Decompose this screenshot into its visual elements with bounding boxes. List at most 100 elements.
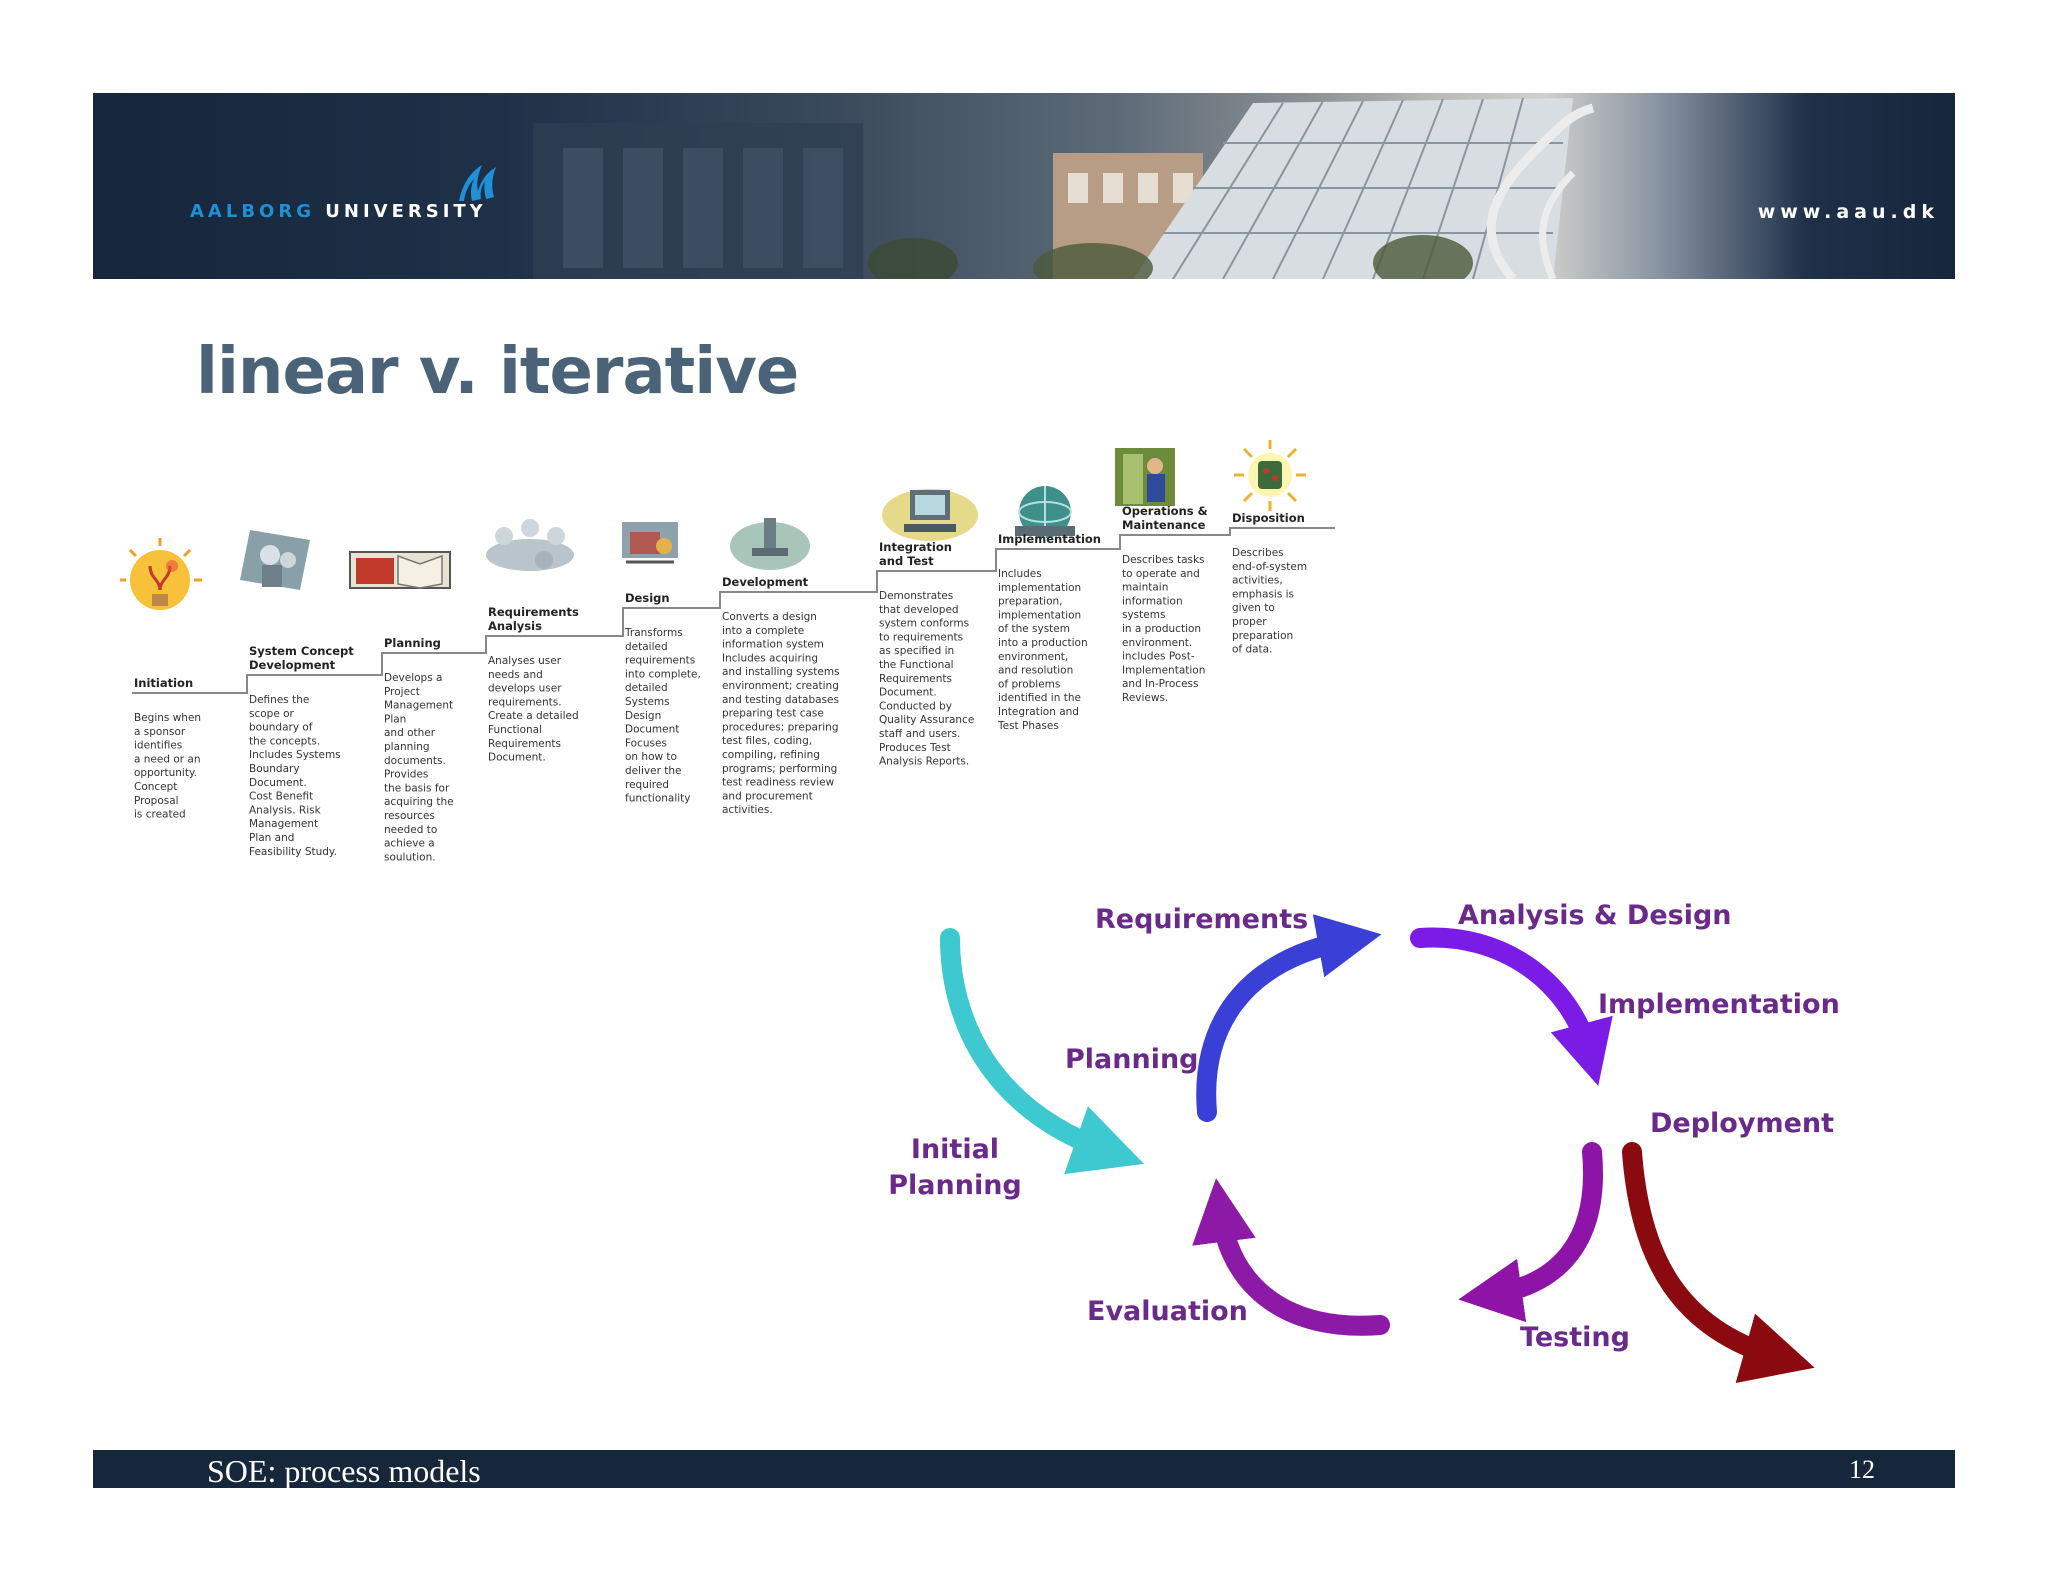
step-title: Operations & (1122, 504, 1208, 518)
step-description-line: to requirements (879, 631, 963, 643)
step-description-line: given to (1232, 602, 1275, 614)
step-title: Implementation (998, 532, 1101, 546)
step-description-line: the concepts. (249, 735, 320, 747)
step-description-line: Includes (998, 568, 1042, 580)
step-description-line: soulution. (384, 851, 436, 863)
step-description-line: a sponsor (134, 726, 186, 738)
step-description-line: and In-Process (1122, 678, 1198, 690)
step-description-line: test files, coding, (722, 735, 812, 747)
step-description-line: Includes acquiring (722, 652, 818, 664)
label-requirements: Requirements (1095, 904, 1308, 935)
step-description-line: Reviews. (1122, 692, 1168, 704)
step-description-line: Plan and (249, 832, 294, 844)
step-title: Requirements (488, 605, 579, 619)
step-description-line: into a production (998, 637, 1088, 649)
implementation-globe-icon (1015, 486, 1075, 538)
slide-title: linear v. iterative (196, 335, 799, 409)
step-title: Design (625, 591, 670, 605)
step-description-line: Create a detailed (488, 710, 579, 722)
step-description-line: scope or (249, 708, 295, 720)
step-description-line: systems (1122, 609, 1165, 621)
step-description-line: into a complete (722, 625, 804, 637)
step-description-line: Defines the (249, 694, 309, 706)
label-testing: Testing (1520, 1322, 1630, 1353)
step-title: Initiation (134, 676, 193, 690)
step-description-line: the Functional (879, 659, 954, 671)
step-description-line: Document (625, 724, 679, 736)
website-link[interactable]: www.aau.dk (1757, 201, 1939, 223)
step-description-line: and other (384, 727, 436, 739)
step-description-line: environment, (998, 651, 1068, 663)
step-description-line: detailed (625, 641, 668, 653)
step-description-line: Converts a design (722, 611, 817, 623)
step-description-line: Focuses (625, 737, 667, 749)
step-description-line: Design (625, 710, 661, 722)
step-description-line: boundary of (249, 722, 313, 734)
step-description-line: to operate and (1122, 568, 1200, 580)
step-description-line: Quality Assurance (879, 714, 974, 726)
logo-word-aalborg: AALBORG (190, 201, 315, 222)
step-description-line: functionality (625, 793, 691, 805)
step-description-line: Implementation (1122, 664, 1205, 676)
label-analysis-design: Analysis & Design (1458, 900, 1732, 931)
step-description-line: as specified in (879, 645, 954, 657)
label-implementation: Implementation (1598, 989, 1840, 1020)
campus-photo (533, 97, 1595, 279)
lightbulb-icon (120, 538, 202, 610)
step-description-line: documents. (384, 755, 446, 767)
university-logo-text: AALBORG UNIVERSITY (190, 201, 487, 222)
requirements-meeting-icon (486, 519, 574, 571)
university-logo-icon (459, 165, 496, 201)
logo-word-university: UNIVERSITY (325, 201, 487, 222)
step-description-line: achieve a (384, 838, 435, 850)
step-description-line: activities, (1232, 575, 1283, 587)
step-description-line: preparation (1232, 630, 1293, 642)
step-description-line: implementation (998, 582, 1081, 594)
step-description-line: Document. (488, 752, 546, 764)
step-description-line: acquiring the (384, 796, 454, 808)
step-description-line: Project (384, 686, 420, 698)
step-description-line: and resolution (998, 665, 1073, 677)
step-title: Maintenance (1122, 518, 1206, 532)
step-description-line: Provides (384, 769, 428, 781)
step-description-line: Develops a (384, 672, 442, 684)
disposition-recycle-icon (1234, 440, 1306, 511)
step-description-line: and procurement (722, 790, 813, 802)
step-description-line: implementation (998, 609, 1081, 621)
step-description-line: and installing systems (722, 666, 840, 678)
step-title: Analysis (488, 619, 542, 633)
step-description-line: Proposal (134, 795, 179, 807)
step-title: Disposition (1232, 511, 1305, 525)
step-description-line: of problems (998, 678, 1060, 690)
integration-computer-icon (882, 489, 978, 541)
step-description-line: Document. (879, 687, 937, 699)
deployment-arrow (1622, 1142, 1815, 1383)
concept-people-icon (240, 530, 310, 590)
step-description-line: required (625, 779, 669, 791)
step-description-line: of the system (998, 623, 1070, 635)
step-description-line: and testing databases (722, 694, 839, 706)
step-description-line: Analysis. Risk (249, 804, 322, 816)
step-description-line: information system (722, 639, 824, 651)
staircase-line (132, 527, 1335, 694)
step-description-line: Plan (384, 713, 406, 725)
step-description-line: Functional (488, 724, 542, 736)
step-description-line: Boundary (249, 763, 300, 775)
step-description-line: Requirements (488, 738, 561, 750)
step-description-line: compiling, refining (722, 749, 820, 761)
step-description-line: on how to (625, 751, 677, 763)
step-description-line: Document. (249, 777, 307, 789)
step-description-line: identifies (134, 740, 182, 752)
step-description-line: Management (384, 700, 453, 712)
step-description-line: the basis for (384, 782, 450, 794)
step-description-line: Requirements (879, 673, 952, 685)
step-title: Integration (879, 540, 952, 554)
step-description-line: Includes Systems (249, 749, 341, 761)
label-evaluation: Evaluation (1087, 1296, 1248, 1327)
evaluation-arrow (1192, 1178, 1390, 1336)
planning-book-icon (349, 551, 451, 589)
step-description-line: environment; creating (722, 680, 839, 692)
step-description-line: staff and users. (879, 728, 960, 740)
header-banner: AALBORG UNIVERSITY www.aau.dk (93, 93, 1955, 279)
operations-worker-icon (1115, 448, 1175, 506)
